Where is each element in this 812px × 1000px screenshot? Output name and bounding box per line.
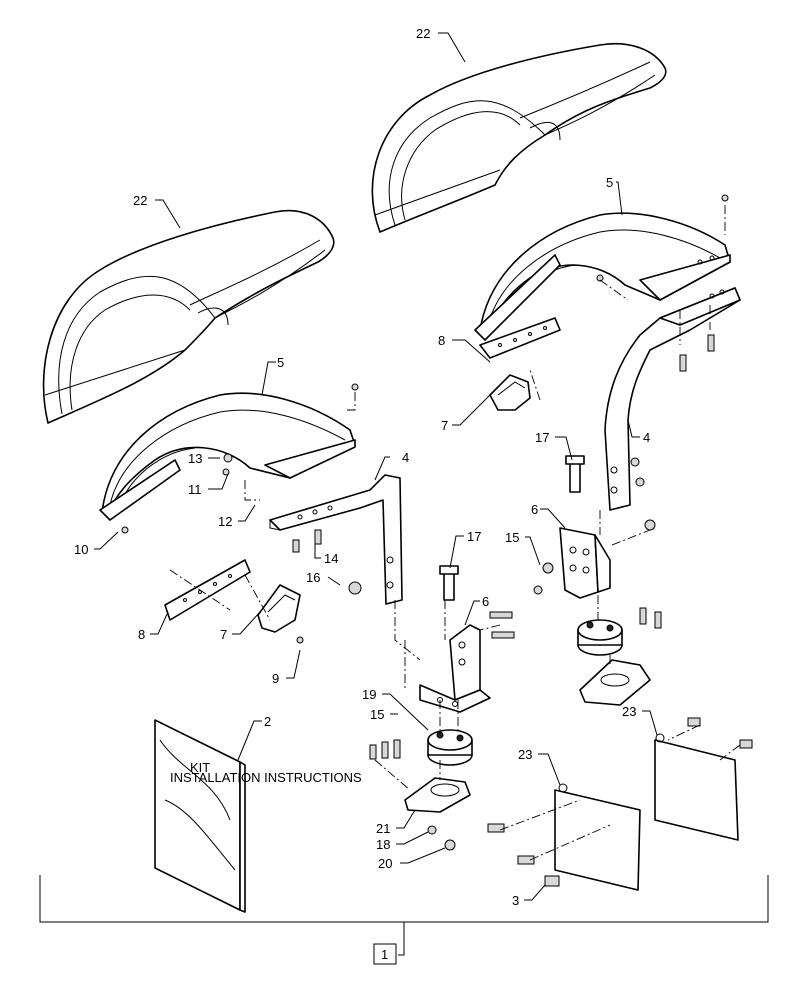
callout-2: 2 [264, 714, 271, 729]
callout-15-right: 15 [505, 530, 519, 545]
callout-16: 16 [306, 570, 320, 585]
callout-1-box [373, 943, 397, 965]
fender-frame-5-right [474, 212, 731, 341]
mudflap-23-left [554, 783, 641, 891]
callout-4-right: 4 [643, 430, 650, 445]
plate-8-right [479, 317, 561, 359]
bolt-17-left [439, 565, 459, 601]
callout-3: 3 [512, 893, 519, 908]
callout-13: 13 [188, 451, 202, 466]
mount-6-left [419, 624, 491, 713]
assembly-lines [169, 205, 741, 861]
callout-4-left: 4 [402, 450, 409, 465]
isolator-19-right [577, 619, 623, 656]
callout-23-left: 23 [518, 747, 532, 762]
plate-8-left [164, 559, 251, 621]
callout-12: 12 [218, 514, 232, 529]
callout-8-left: 8 [138, 627, 145, 642]
callout-1: 1 [381, 947, 388, 962]
fender-22-left [42, 209, 335, 424]
hardware-small [121, 194, 753, 887]
callout-17-right: 17 [535, 430, 549, 445]
callout-7-right: 7 [441, 418, 448, 433]
mudflap-23-right [654, 733, 739, 841]
callout-19: 19 [362, 687, 376, 702]
clip-7-right [489, 374, 531, 411]
callout-10: 10 [74, 542, 88, 557]
manual-2: KIT INSTALLATION INSTRUCTIONS [154, 719, 362, 913]
callout-23-right: 23 [622, 704, 636, 719]
callout-22-left: 22 [133, 193, 147, 208]
bracket-4-right [604, 287, 741, 511]
clip-7-left [257, 584, 301, 633]
callout-8-right: 8 [438, 333, 445, 348]
mount-6-right [559, 527, 611, 599]
base-21-left [404, 777, 471, 813]
callout-18: 18 [376, 837, 390, 852]
callout-5-left: 5 [277, 355, 284, 370]
callout-6-left: 6 [482, 594, 489, 609]
callouts: 22 22 5 5 8 8 7 7 4 4 17 17 13 11 12 10 … [74, 26, 650, 965]
bolt-17-right [565, 455, 585, 493]
callout-22-right: 22 [416, 26, 430, 41]
callout-21: 21 [376, 821, 390, 836]
manual-title: KIT [190, 760, 210, 775]
callout-14: 14 [324, 551, 338, 566]
isolator-19-left [427, 729, 473, 766]
leader-lines [94, 32, 658, 901]
callout-5-right: 5 [606, 175, 613, 190]
callout-6-right: 6 [531, 502, 538, 517]
callout-20: 20 [378, 856, 392, 871]
bracket-4-left [269, 474, 403, 605]
callout-7-left: 7 [220, 627, 227, 642]
fender-22-right [371, 43, 667, 233]
callout-11: 11 [188, 482, 202, 497]
callout-15-left: 15 [370, 707, 384, 722]
fender-frame-5-left [99, 392, 356, 521]
callout-17-left: 17 [467, 529, 481, 544]
kit-bracket [39, 875, 769, 956]
base-21-right [579, 659, 651, 706]
manual-subtitle: INSTALLATION INSTRUCTIONS [170, 770, 362, 785]
callout-9: 9 [272, 671, 279, 686]
